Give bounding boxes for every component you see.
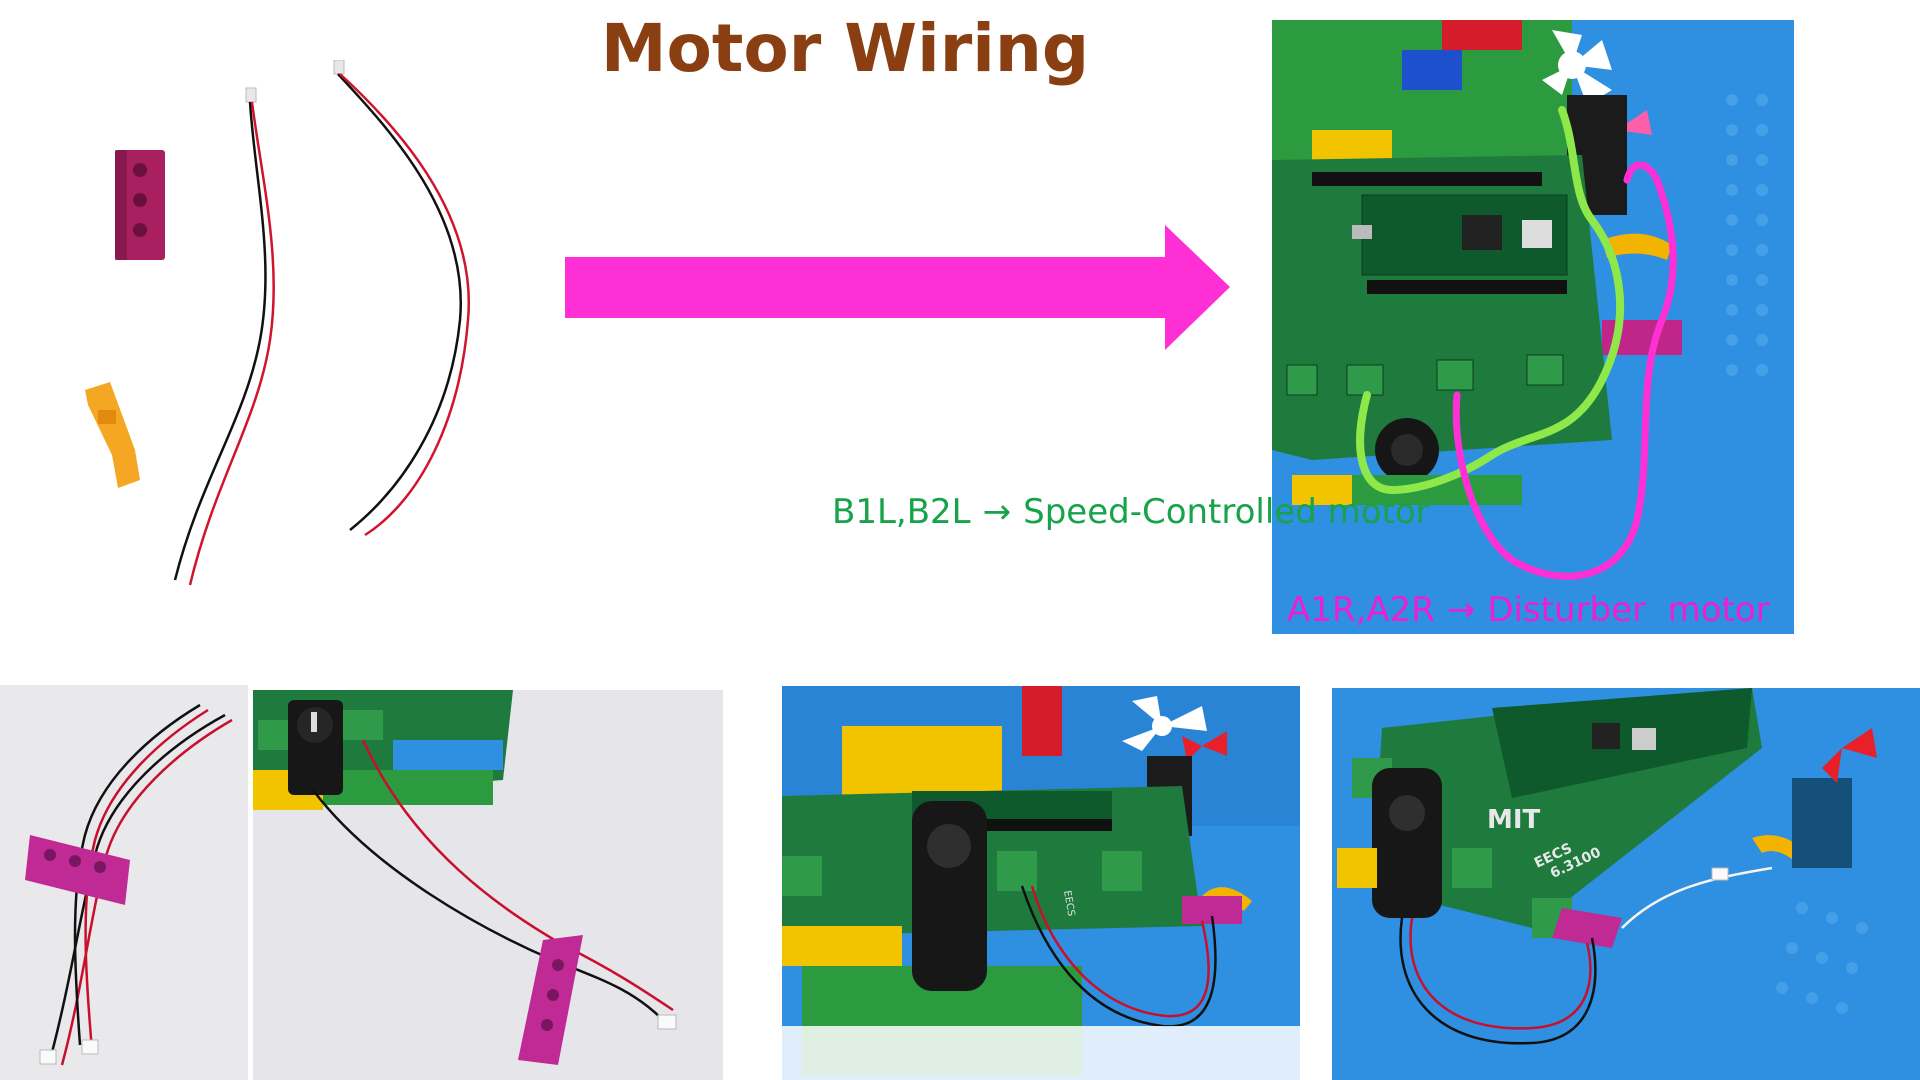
magenta-brick-icon	[25, 835, 130, 905]
arrow-right-icon	[565, 225, 1230, 350]
board-dept-text: EECS	[1061, 890, 1076, 917]
magenta-brick-icon	[115, 150, 165, 260]
cable-short-icon	[173, 87, 275, 586]
disturber-pins-text: A1R,A2R	[1287, 590, 1435, 630]
speed-motor-label: B1L,B2L → Speed-Controlled motor	[832, 492, 1430, 532]
board-cable-photo	[253, 690, 723, 1080]
disturber-motor-text: Disturber motor	[1487, 590, 1770, 630]
board-brand-text: MIT	[1487, 805, 1541, 835]
page-title: Motor Wiring	[600, 10, 1090, 87]
knob-icon	[1372, 768, 1442, 918]
board-front-photo: EECS	[782, 686, 1300, 1080]
orange-clip-icon	[85, 382, 140, 488]
disturber-motor-label: A1R,A2R → Disturber motor	[1287, 590, 1770, 630]
loose-parts-photo	[0, 60, 520, 600]
cable-long-icon	[333, 60, 471, 537]
magenta-brick-icon	[518, 935, 583, 1065]
speed-motor-text: Speed-Controlled motor	[1023, 492, 1430, 532]
board-angled-photo: MIT EECS 6.3100	[1332, 688, 1920, 1080]
arrow-right-small-icon: →	[982, 492, 1012, 532]
board-overview-photo	[1272, 20, 1794, 634]
cable-brick-photo	[0, 685, 248, 1080]
svg-text:EECS: EECS	[1061, 890, 1076, 917]
knob-icon	[912, 801, 987, 991]
speed-pins-text: B1L,B2L	[832, 492, 971, 532]
knob-icon	[288, 700, 343, 795]
arrow-right-small-icon: →	[1446, 590, 1476, 630]
